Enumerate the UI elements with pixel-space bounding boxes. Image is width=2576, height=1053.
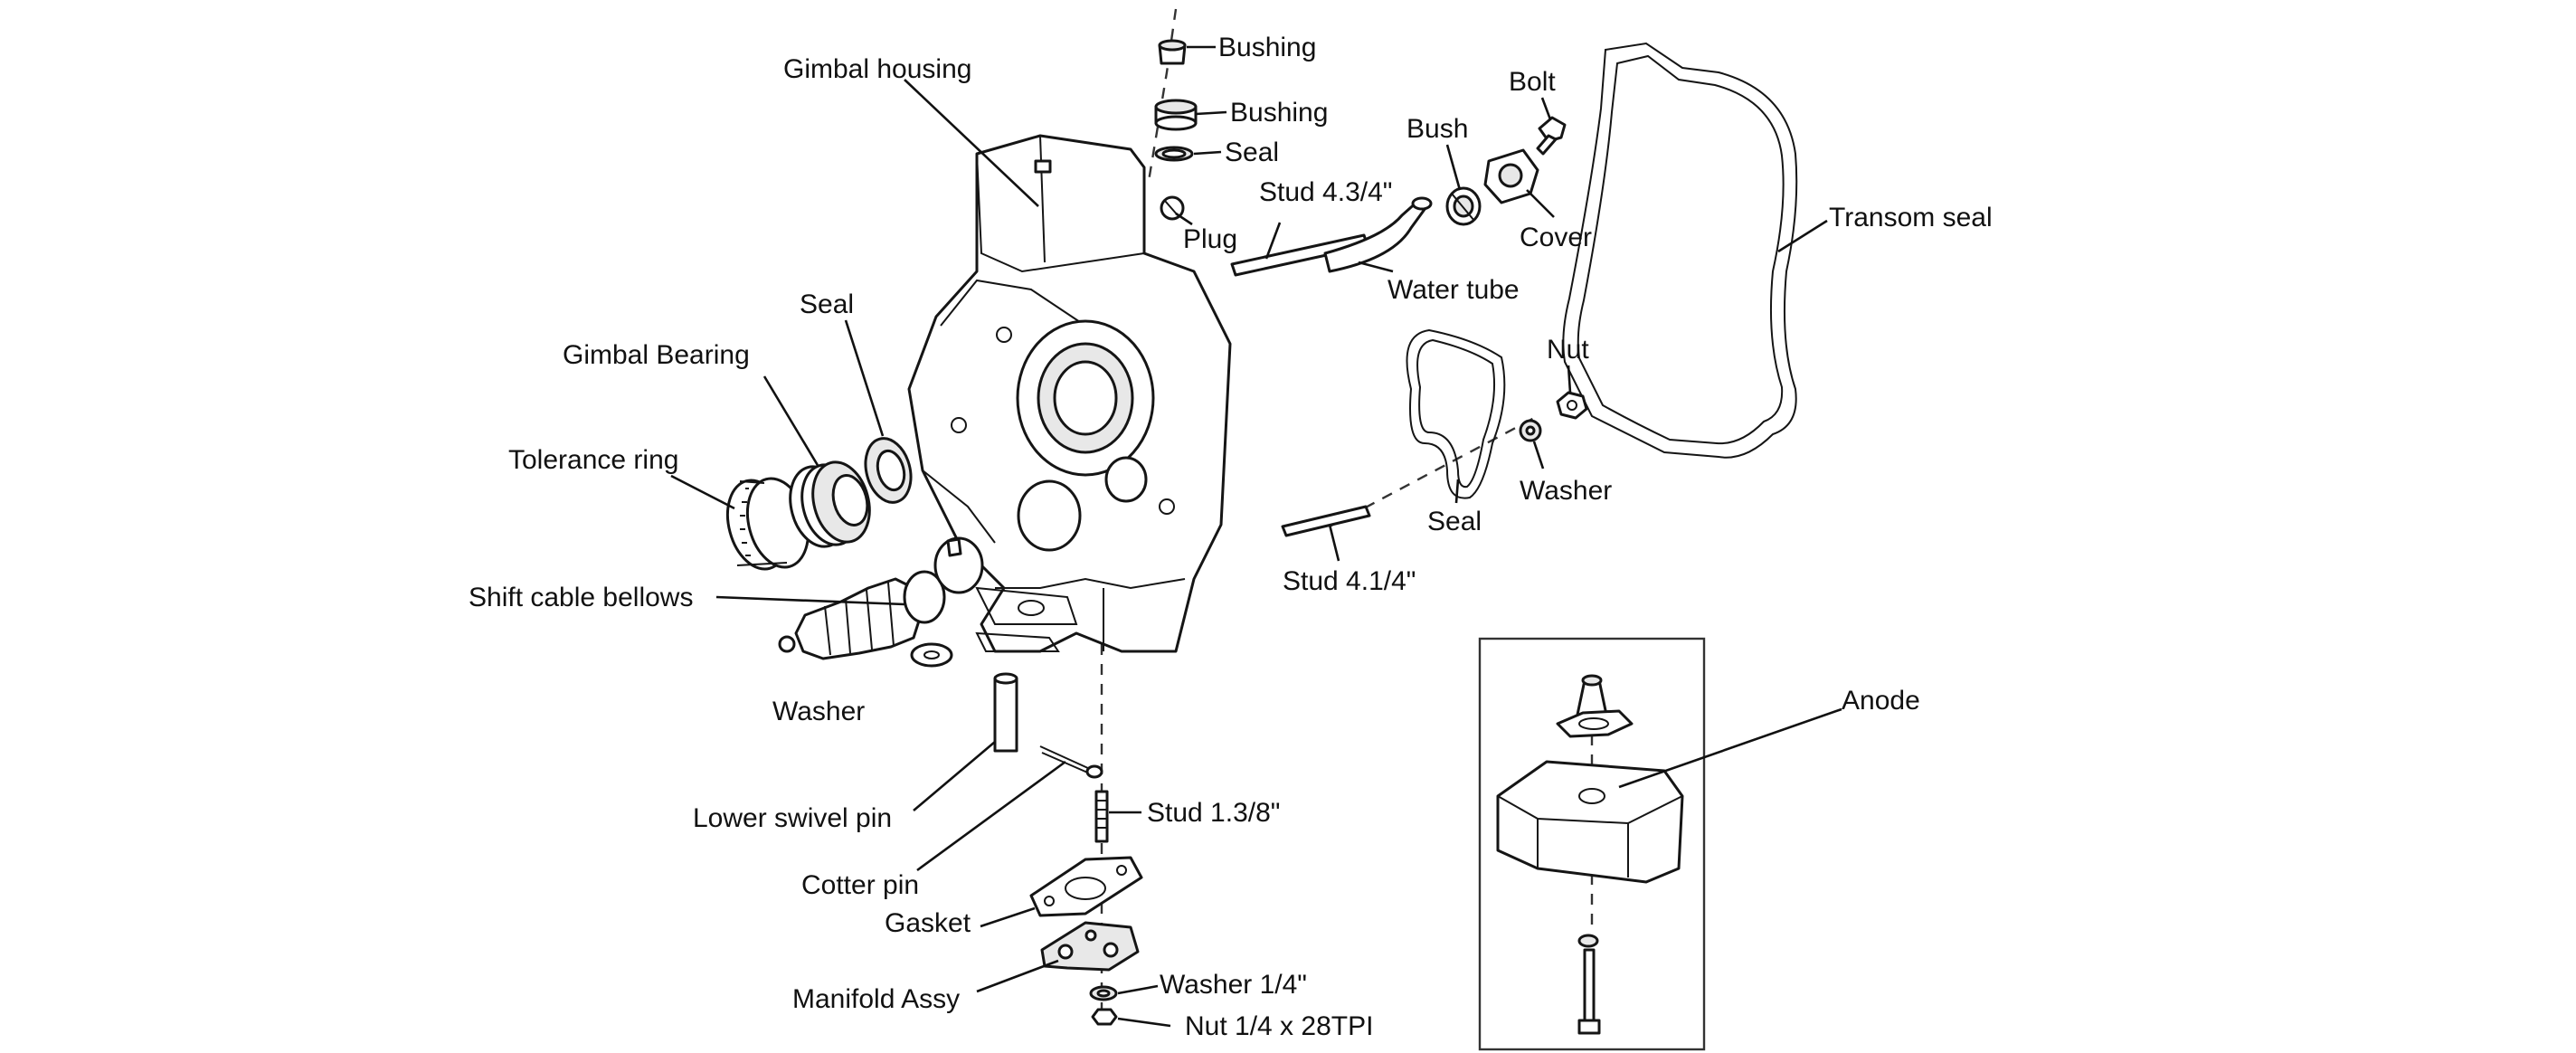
seal-loop-part (1406, 328, 1506, 499)
gasket-part (1029, 856, 1143, 917)
anode-part (1496, 760, 1684, 884)
label-washer-left: Washer (772, 697, 865, 726)
label-manifold-assy: Manifold Assy (792, 984, 960, 1014)
label-stud-1-3-8: Stud 1.3/8" (1147, 798, 1280, 828)
nut-part (1556, 391, 1588, 420)
label-seal-top: Seal (1225, 138, 1279, 167)
leader-nut-1-4 (1117, 1017, 1171, 1028)
leader-cotter-pin (916, 760, 1066, 872)
leader-washer-right (1532, 441, 1545, 470)
cotter-pin-part (1039, 745, 1103, 779)
label-transom-seal: Transom seal (1829, 203, 1993, 232)
label-bush: Bush (1406, 114, 1468, 144)
leader-bushing-2 (1195, 110, 1227, 116)
label-bushing-2: Bushing (1230, 98, 1328, 128)
leader-tolerance-ring (670, 474, 735, 510)
leader-cover (1526, 189, 1555, 218)
leader-lower-swivel-pin (913, 741, 996, 811)
label-gasket: Gasket (885, 908, 971, 938)
nut-1-4-part (1091, 1008, 1118, 1026)
bush-part (1445, 186, 1482, 226)
label-anode: Anode (1842, 686, 1920, 716)
label-seal-loop: Seal (1427, 507, 1482, 536)
label-nut: Nut (1547, 335, 1589, 365)
label-stud-4-1-4: Stud 4.1/4" (1283, 566, 1416, 596)
leader-anode (1618, 707, 1842, 789)
washer-right-part (1519, 419, 1542, 442)
label-lower-swivel-pin: Lower swivel pin (693, 803, 892, 833)
leader-transom-seal (1777, 219, 1828, 253)
upper-axis-line (1147, 8, 1178, 182)
leader-manifold-assy (976, 959, 1059, 993)
lower-swivel-pin-part (993, 672, 1018, 753)
leader-seal-loop (1454, 479, 1460, 504)
leader-plug (1175, 212, 1193, 226)
leader-nut (1567, 365, 1572, 394)
gimbal-bearing-part (789, 460, 871, 548)
label-gimbal-housing: Gimbal housing (783, 54, 971, 84)
anode-top-plug-part (1576, 674, 1608, 716)
label-water-tube: Water tube (1387, 275, 1520, 305)
leader-stud-4-3-4 (1264, 222, 1282, 260)
label-cover: Cover (1520, 223, 1592, 252)
washer-1-4-part (1089, 985, 1118, 1001)
seal-left-part (864, 437, 913, 504)
anode-gasket-part (1556, 709, 1634, 738)
label-cotter-pin: Cotter pin (801, 870, 919, 900)
stud-4-1-4-part (1281, 505, 1371, 537)
label-tolerance-ring: Tolerance ring (508, 445, 678, 475)
anode-inset-box (1478, 637, 1706, 1051)
manifold-assy-part (1040, 921, 1140, 972)
label-shift-cable-bellows: Shift cable bellows (469, 583, 693, 612)
label-gimbal-bearing: Gimbal Bearing (563, 340, 750, 370)
leader-water-tube (1358, 261, 1394, 273)
label-washer-1-4: Washer 1/4" (1160, 970, 1307, 1000)
label-plug: Plug (1183, 224, 1237, 254)
leader-gimbal-housing (904, 79, 1039, 207)
leader-washer-1-4 (1117, 984, 1159, 995)
bushing-top-part (1158, 39, 1187, 65)
leader-gimbal-bearing (762, 375, 820, 468)
bushing-2-part (1154, 99, 1198, 131)
stud-1-3-8-part (1094, 790, 1109, 843)
leader-seal-left (844, 319, 885, 437)
washer-left-part (910, 642, 953, 668)
leader-seal-top (1193, 150, 1222, 156)
anode-bolt-part (1577, 934, 1601, 1035)
shift-cable-bellows-part (778, 536, 984, 660)
seal-top-part (1154, 146, 1194, 162)
label-bolt: Bolt (1509, 67, 1556, 97)
leader-bush (1445, 144, 1462, 191)
transom-seal-part (1562, 42, 1798, 459)
water-tube-part (1323, 196, 1433, 273)
label-bushing-top: Bushing (1218, 33, 1316, 62)
label-seal-left: Seal (800, 289, 854, 319)
label-washer-right: Washer (1520, 476, 1612, 506)
leader-gasket (980, 906, 1036, 928)
cover-part (1483, 148, 1539, 204)
label-nut-1-4: Nut 1/4 x 28TPI (1185, 1011, 1373, 1041)
gimbal-housing-part (907, 134, 1232, 653)
label-stud-4-3-4: Stud 4.3/4" (1259, 177, 1392, 207)
leader-bolt (1540, 97, 1552, 120)
bolt-part (1536, 116, 1567, 156)
leader-stud-4-1-4 (1328, 524, 1340, 562)
leader-shift-cable-bellows (715, 595, 905, 606)
